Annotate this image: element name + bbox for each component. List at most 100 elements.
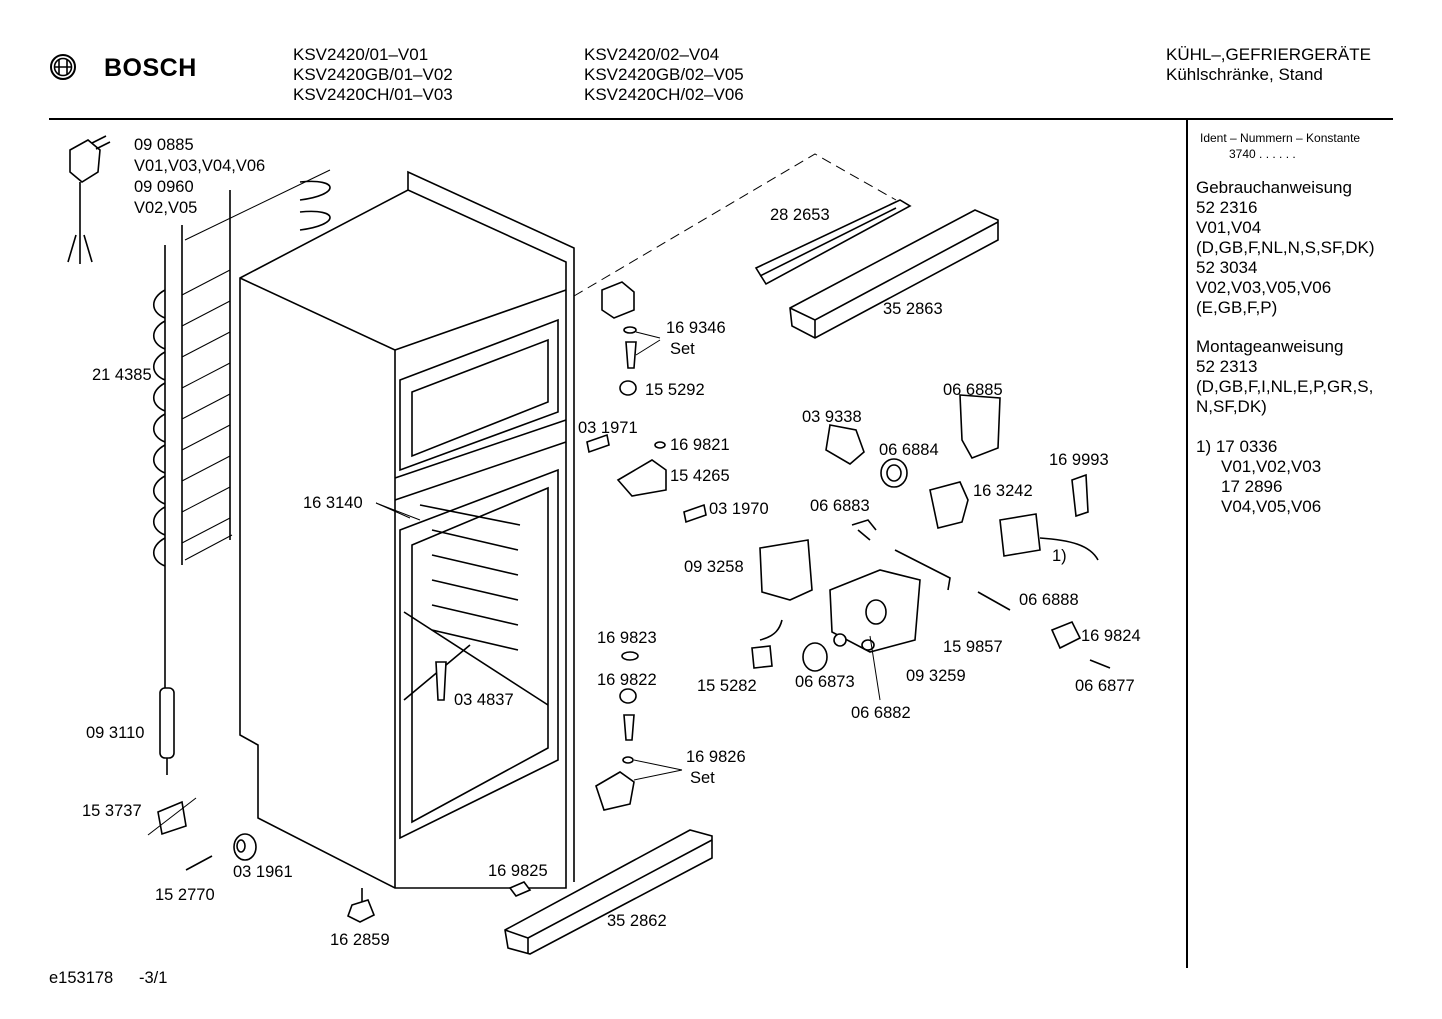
small-parts-lower-left: [147, 797, 376, 923]
part-label: 15 3737: [82, 802, 142, 820]
part-label: 15 2770: [155, 886, 215, 904]
coil-bend: [152, 382, 166, 412]
part-label: 09 0885: [134, 136, 194, 154]
part-label: 16 9824: [1081, 627, 1141, 645]
part-label: 16 9822: [597, 671, 657, 689]
coil-wire: [181, 269, 231, 296]
leader-lines: [375, 331, 881, 781]
part-label: 03 1971: [578, 419, 638, 437]
coil-bend: [152, 320, 166, 350]
coil-bend: [152, 444, 166, 474]
manual-title: Gebrauchanweisung: [1196, 178, 1352, 197]
condenser-coil-icon: [152, 169, 331, 690]
header-divider: [49, 118, 1393, 120]
coil-wire: [181, 393, 231, 420]
coil-wire: [181, 300, 231, 327]
part-label: 15 5292: [645, 381, 705, 399]
sidebar-divider: [1186, 118, 1188, 968]
part-label: Set: [690, 769, 715, 787]
coil-bend: [152, 475, 166, 505]
dryer-filter-icon: [159, 687, 175, 775]
install-title: Montageanweisung: [1196, 337, 1344, 356]
part-label: 35 2862: [607, 912, 667, 930]
part-label: 16 3140: [303, 494, 363, 512]
model-item: KSV2420CH/01–V03: [293, 85, 453, 104]
sheet-number: -3/1: [139, 969, 168, 987]
fridge-cabinet: [239, 170, 575, 889]
brand-name: BOSCH: [104, 54, 197, 82]
part-label: 03 1970: [709, 500, 769, 518]
category-title: KÜHL–,GEFRIERGERÄTE: [1166, 45, 1371, 64]
model-item: KSV2420GB/01–V02: [293, 65, 453, 84]
model-item: KSV2420/01–V01: [293, 45, 429, 64]
model-item: KSV2420GB/02–V05: [584, 65, 744, 84]
bosch-armature-icon: [50, 54, 76, 80]
manual-line: 52 3034: [1196, 258, 1258, 277]
model-list-1: KSV2420/01–V01 KSV2420GB/01–V02 KSV2420C…: [293, 45, 453, 105]
part-label: 06 6882: [851, 704, 911, 722]
coil-bend: [152, 351, 166, 381]
install-line: 52 2313: [1196, 357, 1258, 376]
category-block: KÜHL–,GEFRIERGERÄTE Kühlschränke, Stand: [1166, 45, 1371, 85]
part-label: 03 4837: [454, 691, 514, 709]
manual-line: (E,GB,F,P): [1196, 298, 1278, 317]
coil-wire: [181, 517, 231, 544]
part-label: 16 9826: [686, 748, 746, 766]
footnote-line: 17 2896: [1221, 477, 1283, 496]
manual-line: V02,V03,V05,V06: [1196, 278, 1332, 297]
part-label: 28 2653: [770, 206, 830, 224]
exploded-view-drawing: [67, 135, 1111, 955]
coil-bend: [152, 506, 166, 536]
part-label: 03 9338: [802, 408, 862, 426]
part-label: 09 3110: [86, 724, 145, 742]
footnote-line: V01,V02,V03: [1221, 457, 1322, 476]
part-label: Set: [670, 340, 695, 358]
install-line: N,SF,DK): [1196, 397, 1267, 416]
part-label: 06 6888: [1019, 591, 1079, 609]
part-label: 16 9346: [666, 319, 726, 337]
coil-bend: [152, 413, 166, 443]
footnote-block: 1) 17 0336 V01,V02,V03 17 2896 V04,V05,V…: [1196, 437, 1321, 517]
bottom-parts: [504, 651, 713, 955]
model-item: KSV2420CH/02–V06: [584, 85, 744, 104]
part-label: 15 4265: [670, 467, 730, 485]
part-label: 21 4385: [92, 366, 152, 384]
coil-wire: [181, 331, 231, 358]
manual-block: Gebrauchanweisung 52 2316 V01,V04 (D,GB,…: [1196, 178, 1375, 318]
coil-wire: [181, 455, 231, 482]
coil-bend: [152, 289, 166, 319]
coil-wire: [181, 486, 231, 513]
part-label: 35 2863: [883, 300, 943, 318]
coil-wire: [181, 362, 231, 389]
footnote-line: 1) 17 0336: [1196, 437, 1278, 456]
drawing-id: e153178: [49, 969, 114, 987]
install-line: (D,GB,F,I,NL,E,P,GR,S,: [1196, 377, 1374, 396]
part-label: 06 6873: [795, 673, 855, 691]
part-label: 09 3259: [906, 667, 966, 685]
part-label: 06 6884: [879, 441, 939, 459]
part-label: 15 5282: [697, 677, 757, 695]
install-block: Montageanweisung 52 2313 (D,GB,F,I,NL,E,…: [1196, 337, 1373, 417]
part-label: 1): [1052, 547, 1067, 565]
middle-parts: [586, 394, 1111, 672]
part-label: V02,V05: [134, 199, 198, 217]
ident-value: 3740 . . . . . .: [1229, 147, 1296, 161]
part-label: V01,V03,V04,V06: [134, 157, 266, 175]
coil-wire: [181, 424, 231, 451]
part-label: 16 9825: [488, 862, 548, 880]
part-label: 06 6885: [943, 381, 1003, 399]
manual-line: (D,GB,F,NL,N,S,SF,DK): [1196, 238, 1375, 257]
model-item: KSV2420/02–V04: [584, 45, 720, 64]
part-label: 06 6883: [810, 497, 870, 515]
manual-line: V01,V04: [1196, 218, 1262, 237]
part-label: 09 0960: [134, 178, 194, 196]
footnote-line: V04,V05,V06: [1221, 497, 1322, 516]
part-label: 15 9857: [943, 638, 1003, 656]
manual-line: 52 2316: [1196, 198, 1258, 217]
part-label: 09 3258: [684, 558, 744, 576]
part-label: 06 6877: [1075, 677, 1135, 695]
coil-bend: [152, 537, 166, 567]
part-label: 03 1961: [233, 863, 293, 881]
part-label: 16 9823: [597, 629, 657, 647]
upper-right-parts: [573, 153, 999, 396]
